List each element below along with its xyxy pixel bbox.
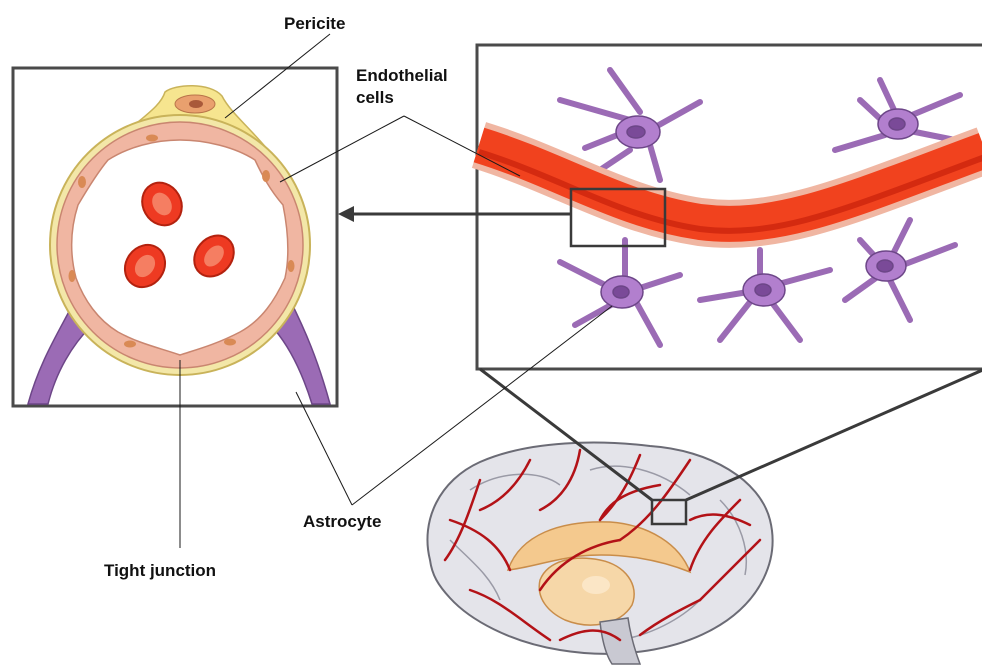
cross-section-panel (13, 68, 337, 406)
label-endothelial-line2: cells (356, 88, 394, 108)
brain-sagittal (427, 443, 772, 664)
capillary-panel (477, 45, 982, 369)
label-astrocyte: Astrocyte (303, 512, 381, 532)
arrow-head (338, 206, 354, 222)
label-pericite: Pericite (284, 14, 345, 34)
label-endothelial-line1: Endothelial (356, 66, 448, 86)
label-tight-junction: Tight junction (104, 561, 216, 581)
